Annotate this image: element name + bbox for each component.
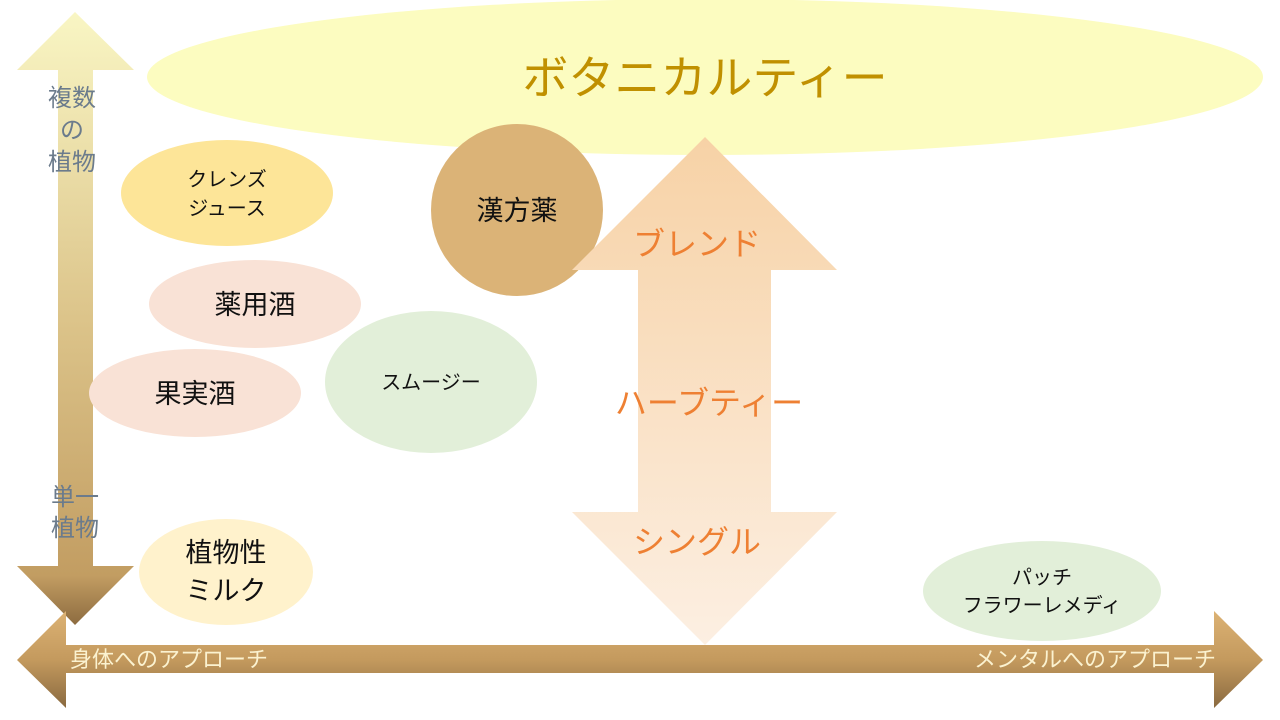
vertical-axis-arrow [17,12,134,625]
flower-remedy-label: パッチ [1012,565,1072,589]
medicinal-liquor-label: 薬用酒 [215,290,296,321]
blend-label: ブレンド [633,225,761,263]
body-approach-label: 身体へのアプローチ [70,648,268,673]
kampo-circle [431,124,603,296]
fruit-liquor-ellipse [89,349,301,437]
cleanse-juice-ellipse [121,140,333,246]
fruit-liquor-label: 果実酒 [155,379,236,410]
horizontal-axis-arrow [17,611,1263,708]
axis-bottom-label-line: 単一 [51,483,99,511]
medicinal-liquor-ellipse [149,260,361,348]
cleanse-juice-label: ジュース [188,196,266,220]
single-label: シングル [633,523,761,561]
smoothie-label: スムージー [381,370,481,394]
axis-top-label-line: 植物 [48,148,96,176]
plant-milk-label: ミルク [186,576,267,607]
smoothie-ellipse [325,311,537,453]
flower-remedy-label: フラワーレメディ [963,593,1122,617]
mental-approach-label: メンタルへのアプローチ [974,648,1216,673]
flower-remedy-ellipse [923,541,1161,641]
plant-milk-label: 植物性 [186,538,267,569]
axis-bottom-label-line: 植物 [51,514,99,542]
axis-top-label-line: の [60,116,84,144]
axis-top-label-line: 複数 [48,84,96,112]
title: ボタニカルティー [522,51,887,105]
herbal-tea-label: ハーブティー [615,384,803,422]
herbal-tea-double-arrow [572,137,837,645]
botanical-tea-ellipse [147,0,1263,155]
cleanse-juice-label: クレンズ [187,167,267,191]
kampo-label: 漢方薬 [477,196,558,227]
plant-milk-ellipse [139,519,313,625]
